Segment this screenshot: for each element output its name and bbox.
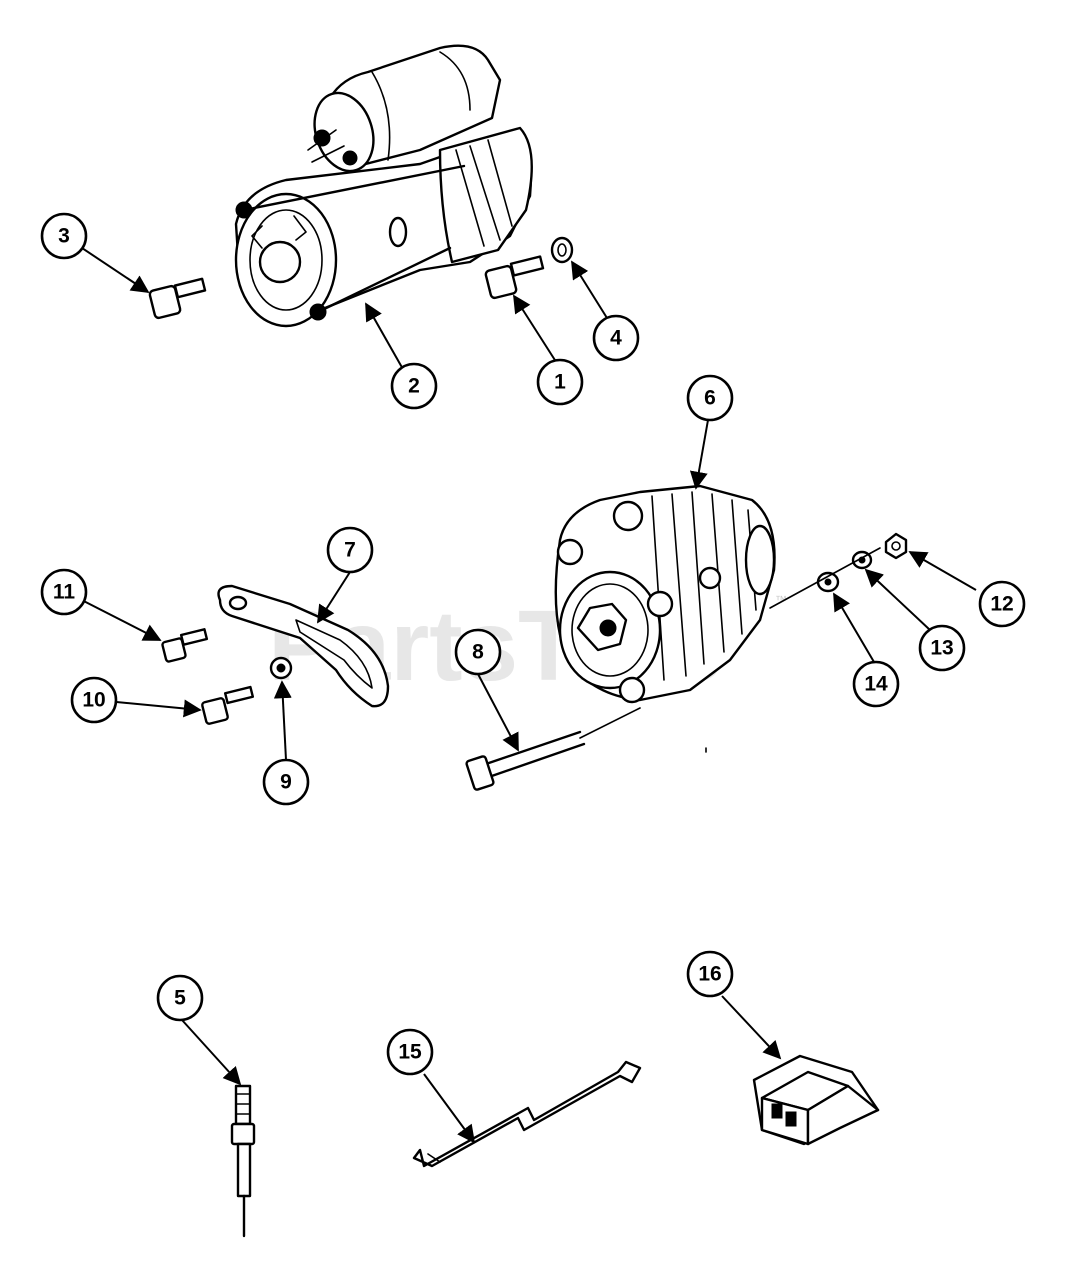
alternator-mount-line [769, 547, 881, 609]
callout-8[interactable]: 8 [454, 628, 502, 676]
callout-label: 11 [53, 581, 76, 604]
callout-5[interactable]: 5 [156, 974, 204, 1022]
callout-label: 4 [610, 327, 622, 350]
callout-label: 6 [704, 387, 716, 410]
washer-part-9 [269, 656, 293, 680]
washer-part-14 [816, 571, 840, 593]
starter-motor [234, 44, 533, 328]
callout-6[interactable]: 6 [686, 374, 734, 422]
callout-label: 8 [472, 641, 484, 664]
callout-label: 9 [280, 771, 292, 794]
callout-label: 12 [990, 593, 1013, 616]
callout-label: 1 [554, 371, 566, 394]
callout-label: 7 [344, 539, 356, 562]
bolt-part-10 [201, 685, 255, 725]
callout-2[interactable]: 2 [390, 362, 438, 410]
bolt-part-3 [148, 277, 207, 320]
callout-3[interactable]: 3 [40, 212, 88, 260]
nut-part-12 [884, 532, 908, 560]
bolt-part-8 [465, 707, 641, 791]
callout-label: 3 [58, 225, 70, 248]
lead-part-15 [412, 1060, 642, 1168]
callout-13[interactable]: 13 [918, 624, 966, 672]
callout-label: 10 [82, 689, 105, 712]
callout-11[interactable]: 11 [40, 568, 88, 616]
callout-label: 13 [930, 637, 953, 660]
callout-9[interactable]: 9 [262, 758, 310, 806]
bracket-part-7 [217, 584, 390, 708]
callout-1[interactable]: 1 [536, 358, 584, 406]
callout-7[interactable]: 7 [326, 526, 374, 574]
callout-label: 5 [174, 987, 186, 1010]
alternator [554, 484, 776, 704]
glow-plug-part-5 [230, 1084, 256, 1238]
callout-15[interactable]: 15 [386, 1028, 434, 1076]
callout-label: 16 [698, 963, 721, 986]
bolt-part-11 [161, 628, 209, 663]
washer-part-4 [550, 236, 574, 264]
callout-16[interactable]: 16 [686, 950, 734, 998]
callout-14[interactable]: 14 [852, 660, 900, 708]
callout-label: 2 [408, 375, 420, 398]
callout-12[interactable]: 12 [978, 580, 1026, 628]
bolt-part-1 [484, 255, 545, 300]
callout-label: 14 [864, 673, 888, 696]
relay-part-16 [752, 1054, 880, 1146]
callout-10[interactable]: 10 [70, 676, 118, 724]
callout-4[interactable]: 4 [592, 314, 640, 362]
callout-label: 15 [398, 1041, 422, 1064]
